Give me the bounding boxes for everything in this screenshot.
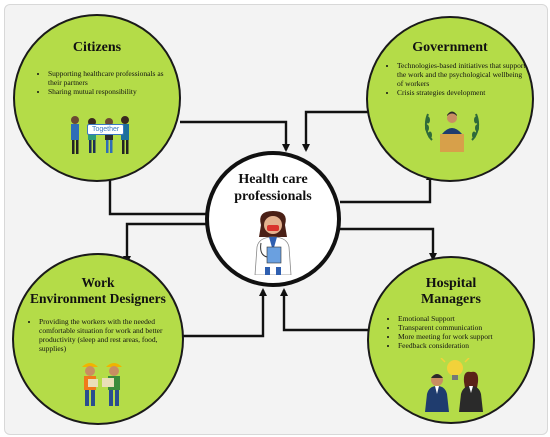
government-list: Technologies-based initiatives that supp… [386, 61, 529, 97]
people-together-icon [71, 116, 129, 154]
arrow-citizens-to-center [180, 120, 290, 152]
arrow-hospital-to-center [280, 288, 385, 332]
hospital-item: Emotional Support [398, 314, 532, 323]
health-care-professionals-node: Health care professionals [205, 151, 341, 287]
citizens-item: Supporting healthcare professionals as t… [48, 69, 174, 87]
arrow-center-to-government [340, 172, 434, 204]
hospital-title-line-2: Managers [421, 292, 481, 307]
work-env-list: Providing the workers with the needed co… [28, 317, 181, 353]
government-item: Crisis strategies development [397, 88, 529, 97]
managers-idea-icon [425, 358, 483, 412]
hospital-managers-node: Hospital Managers Emotional Support Tran… [367, 256, 535, 424]
work-env-title: Work Environment Designers [14, 275, 182, 307]
government-node: Government Technologies-based initiative… [366, 16, 534, 182]
designers-icon [82, 363, 122, 406]
hospital-list: Emotional Support Transparent communicat… [387, 314, 532, 350]
official-podium-icon [424, 111, 480, 152]
arrow-center-to-workenv [123, 222, 220, 264]
citizens-title: Citizens [72, 40, 122, 55]
healthcare-worker-icon [254, 211, 292, 275]
work-environment-designers-node: Work Environment Designers Providing the… [12, 253, 184, 425]
hospital-item: Transparent communication [398, 323, 532, 332]
hospital-item: Feedback consideration [398, 341, 532, 350]
hospital-title-line-1: Hospital [425, 276, 477, 291]
hospital-title: Hospital Managers [369, 276, 533, 308]
arrow-center-to-hospital [340, 227, 437, 261]
government-item: Technologies-based initiatives that supp… [397, 61, 529, 88]
citizens-node: Citizens Supporting healthcare professio… [13, 14, 181, 182]
work-env-title-line-2: Environment Designers [30, 291, 166, 306]
hospital-item: More meeting for work support [398, 332, 532, 341]
center-title-line-2: professionals [234, 189, 312, 204]
arrow-workenv-to-center [183, 288, 267, 338]
work-env-item: Providing the workers with the needed co… [39, 317, 181, 353]
work-env-title-line-1: Work [81, 275, 115, 290]
arrow-government-to-center [302, 110, 385, 152]
center-title: Health care professionals [209, 171, 337, 205]
together-sign: Together [87, 124, 125, 135]
center-title-line-1: Health care [238, 172, 308, 187]
citizens-list: Supporting healthcare professionals as t… [37, 69, 174, 96]
citizens-item: Sharing mutual responsibility [48, 87, 174, 96]
government-title: Government [412, 40, 488, 55]
